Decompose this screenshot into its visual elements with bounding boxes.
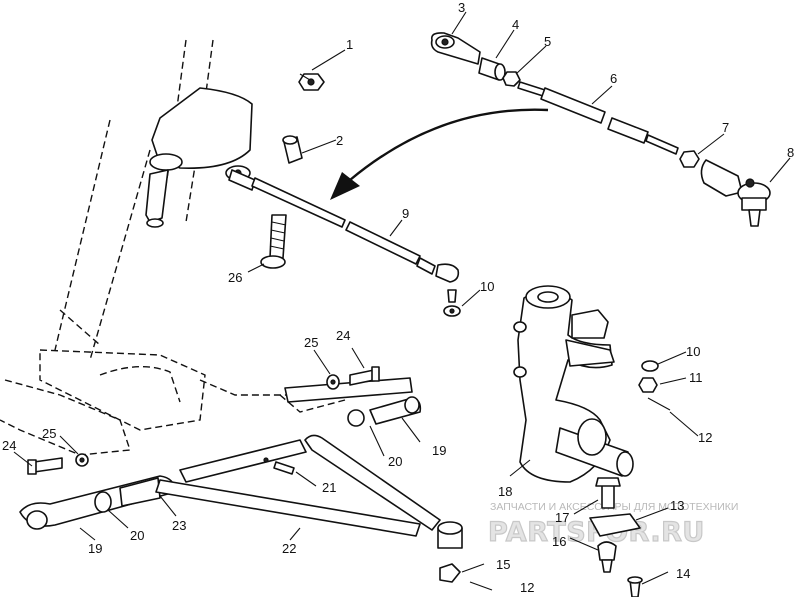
inner-tie-rod: [228, 169, 460, 283]
ball-joint-hardware: [439, 477, 643, 597]
callout-2: 2: [336, 133, 343, 148]
callout-12-right: 12: [698, 430, 712, 445]
callout-24-left: 24: [2, 438, 16, 453]
callout-9: 9: [402, 206, 409, 221]
steering-post: [54, 39, 253, 361]
leader-lines: [13, 11, 791, 585]
callout-5: 5: [544, 34, 551, 49]
callout-25-right: 25: [304, 335, 318, 350]
callout-24-right: 24: [336, 328, 350, 343]
callout-14: 14: [676, 566, 690, 581]
tie-rod-assembly: [430, 32, 771, 227]
callout-10-left: 10: [480, 279, 494, 294]
callout-21: 21: [322, 480, 336, 495]
callout-16: 16: [552, 534, 566, 549]
spindle-knuckle: [443, 285, 671, 483]
callout-7: 7: [722, 120, 729, 135]
callout-3: 3: [458, 0, 465, 15]
callout-1: 1: [346, 37, 353, 52]
callout-20-left: 20: [130, 528, 144, 543]
callout-20-right: 20: [388, 454, 402, 469]
callout-19-left: 19: [88, 541, 102, 556]
callout-11: 11: [689, 370, 703, 385]
callout-13: 13: [670, 498, 684, 513]
callout-4: 4: [512, 17, 519, 32]
callout-18: 18: [498, 484, 512, 499]
arm-bolts: [27, 366, 380, 475]
callout-15: 15: [496, 557, 510, 572]
callout-12-bottom: 12: [520, 580, 534, 595]
callout-23: 23: [172, 518, 186, 533]
callout-26: 26: [228, 270, 242, 285]
callout-22: 22: [282, 541, 296, 556]
frame-section: [0, 309, 351, 456]
direction-arrow: [330, 108, 549, 200]
callout-6: 6: [610, 71, 617, 86]
callout-8: 8: [787, 145, 794, 160]
callout-19-right: 19: [432, 443, 446, 458]
callout-17: 17: [555, 510, 569, 525]
callout-25-left: 25: [42, 426, 56, 441]
pivot-hardware: [282, 73, 325, 164]
callout-10-right: 10: [686, 344, 700, 359]
